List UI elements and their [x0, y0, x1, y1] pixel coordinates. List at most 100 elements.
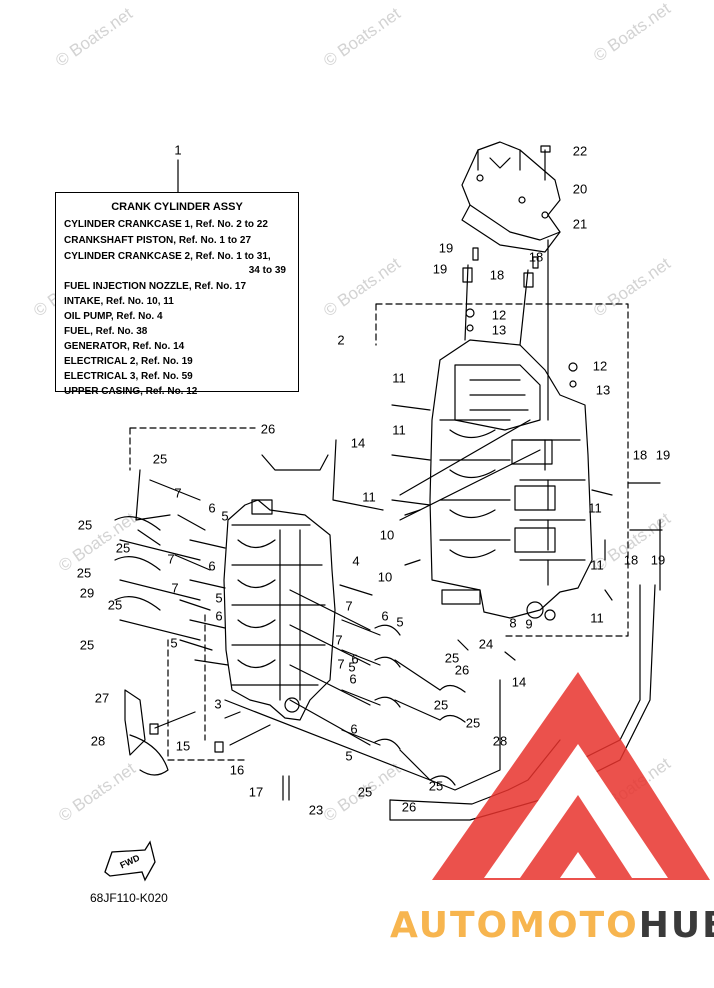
callout-number: 14	[511, 674, 527, 690]
callout-number: 29	[79, 585, 95, 601]
bolt	[154, 711, 271, 746]
callout-number: 7	[174, 485, 182, 501]
callout-number: 20	[572, 181, 588, 197]
callout-number: 18	[489, 267, 505, 283]
callout-number: 6	[349, 671, 357, 687]
callout-number: 6	[351, 651, 359, 667]
legend-line: INTAKE, Ref. No. 10, 11	[64, 296, 174, 307]
callout-number: 11	[590, 610, 604, 626]
nozzle	[404, 509, 421, 566]
callout-number: 21	[572, 216, 588, 232]
callout-number: 7	[171, 580, 179, 596]
bolt-head	[214, 741, 224, 753]
callout-number: 6	[381, 608, 389, 624]
callout-number: 18	[632, 447, 648, 463]
callout-number: 5	[221, 508, 229, 524]
callout-number: 3	[214, 696, 222, 712]
callout-number: 12	[592, 358, 608, 374]
dashed-boundary	[167, 614, 206, 761]
callout-number: 8	[509, 615, 517, 631]
legend-line: ELECTRICAL 3, Ref. No. 59	[64, 371, 193, 382]
assembly-legend: CRANK CYLINDER ASSY CYLINDER CRANKCASE 1…	[55, 192, 299, 397]
callout-number: 27	[94, 690, 110, 706]
callout-number: 6	[208, 500, 216, 516]
callout-number: 22	[572, 143, 588, 159]
legend-line: CRANKSHAFT PISTON, Ref. No. 1 to 27	[64, 235, 252, 246]
callout-number: 19	[438, 240, 454, 256]
callout-number: 5	[215, 590, 223, 606]
hose	[114, 516, 161, 611]
callout-number: 25	[76, 565, 92, 581]
fwd-arrow-icon	[104, 840, 156, 882]
callout-number: 25	[357, 784, 373, 800]
legend-ref-number: 1	[174, 142, 182, 158]
callout-number: 12	[491, 307, 507, 323]
brand-part-1: AUTOMOTO	[390, 905, 639, 946]
legend-line: FUEL INJECTION NOZZLE, Ref. No. 17	[64, 281, 247, 292]
callout-number: 7	[337, 656, 345, 672]
callout-number: 11	[590, 557, 604, 573]
callout-number: 11	[362, 489, 376, 505]
dashed-boundary	[375, 303, 629, 637]
callout-number: 11	[392, 422, 406, 438]
callout-number: 10	[377, 569, 393, 585]
bolt	[457, 639, 516, 661]
callout-number: 26	[454, 662, 470, 678]
callout-number: 4	[352, 553, 360, 569]
callout-number: 28	[492, 733, 508, 749]
clamp	[124, 689, 169, 776]
callout-number: 25	[428, 778, 444, 794]
clamp	[429, 684, 466, 786]
hose	[332, 439, 384, 511]
callout-number: 11	[392, 370, 406, 386]
callout-number: 23	[308, 802, 324, 818]
brand-part-2: HUB	[638, 905, 714, 946]
callout-number: 25	[79, 637, 95, 653]
bolt	[627, 482, 663, 531]
pipe	[399, 419, 541, 521]
callout-number: 5	[396, 614, 404, 630]
legend-title: CRANK CYLINDER ASSY	[111, 201, 243, 213]
callout-number: 15	[175, 738, 191, 754]
legend-line: CYLINDER CRANKCASE 2, Ref. No. 1 to 31,	[64, 251, 271, 262]
callout-number: 5	[170, 635, 178, 651]
legend-line: 34 to 39	[248, 265, 286, 276]
callout-number: 9	[525, 616, 533, 632]
callout-number: 19	[655, 447, 671, 463]
callout-number: 7	[335, 632, 343, 648]
callout-number: 25	[152, 451, 168, 467]
callout-number: 25	[77, 517, 93, 533]
callout-number: 6	[208, 558, 216, 574]
cylinder-head-cover	[461, 141, 561, 421]
dashed-boundary	[129, 427, 256, 471]
callout-number: 10	[379, 527, 395, 543]
diagram-code: 68JF110-K020	[90, 891, 168, 905]
callout-number: 25	[433, 697, 449, 713]
stud	[289, 589, 371, 746]
callout-number: 25	[465, 715, 481, 731]
legend-line: ELECTRICAL 2, Ref. No. 19	[64, 356, 193, 367]
hose	[261, 454, 329, 471]
callout-number: 18	[528, 249, 544, 265]
legend-line: UPPER CASING, Ref. No. 12	[64, 386, 198, 397]
hose	[135, 469, 171, 546]
crankcase-block-left	[223, 499, 336, 721]
hose	[394, 659, 441, 781]
brand-wordmark: AUTOMOTOHUB	[390, 905, 714, 946]
callout-number: 18	[623, 552, 639, 568]
legend-line: CYLINDER CRANKCASE 1, Ref. No. 2 to 22	[64, 219, 268, 230]
callout-number: 13	[491, 322, 507, 338]
callout-number: 6	[215, 608, 223, 624]
clamp	[374, 624, 401, 750]
leader-line	[119, 479, 201, 641]
callout-number: 11	[588, 500, 602, 516]
callout-number: 28	[90, 733, 106, 749]
callout-number: 14	[350, 435, 366, 451]
callout-number: 25	[115, 540, 131, 556]
callout-number: 7	[345, 598, 353, 614]
bolt	[174, 514, 213, 651]
callout-number: 19	[432, 261, 448, 277]
callout-number: 5	[345, 748, 353, 764]
callout-number: 26	[260, 421, 276, 437]
